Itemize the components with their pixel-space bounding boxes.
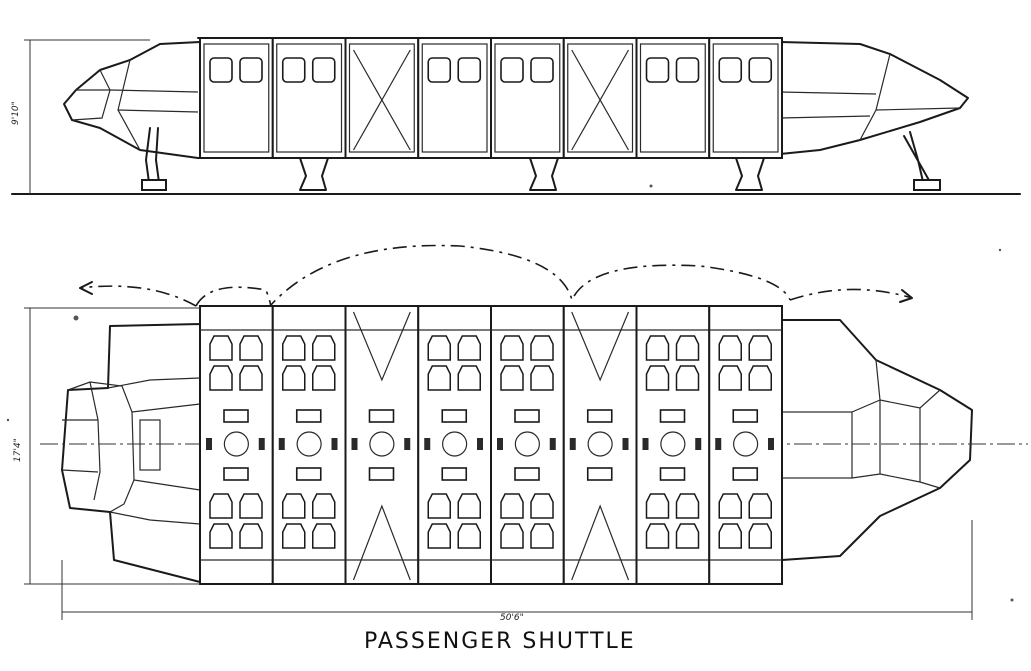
window-icon — [500, 57, 524, 83]
side-module — [417, 37, 492, 159]
seat-icon — [500, 493, 524, 519]
window-icon — [281, 57, 306, 83]
seat-icon — [282, 523, 306, 549]
seat-icon — [312, 523, 336, 549]
side-module — [635, 37, 711, 159]
window-icon — [645, 57, 670, 83]
seat-icon — [457, 493, 481, 519]
hatch-icon — [733, 431, 759, 457]
side-module — [562, 37, 638, 159]
hatch-icon — [660, 431, 686, 457]
side-nose-left — [63, 41, 201, 159]
seat-icon — [718, 365, 742, 391]
seat-icon — [282, 335, 306, 361]
side-modules — [199, 37, 783, 159]
door-swing-arc — [195, 244, 791, 307]
seat-icon — [427, 523, 451, 549]
side-module — [708, 37, 783, 159]
seat-icon — [530, 523, 554, 549]
window-icon — [311, 57, 336, 83]
seat-icon — [645, 493, 670, 519]
plan-module — [490, 305, 565, 585]
seat-icon — [500, 523, 524, 549]
seat-icon — [748, 365, 772, 391]
seat-icon — [239, 523, 263, 549]
width-label: 17'4" — [13, 438, 23, 462]
plan-view: 17'4" 50'6" — [13, 244, 1028, 623]
hatch-icon — [223, 431, 249, 457]
window-icon — [530, 57, 554, 83]
seat-icon — [645, 365, 670, 391]
seat-icon — [530, 493, 554, 519]
seat-icon — [209, 523, 233, 549]
landing-gear — [141, 127, 941, 191]
side-module — [490, 37, 565, 159]
window-icon — [427, 57, 452, 83]
plan-module — [635, 305, 711, 585]
window-icon — [239, 57, 263, 83]
height-label: 9'10" — [11, 101, 21, 125]
window-icon — [457, 57, 482, 83]
window-icon — [209, 57, 233, 83]
seat-icon — [457, 335, 481, 361]
seat-icon — [748, 493, 772, 519]
seat-icon — [530, 365, 554, 391]
seat-icon — [718, 335, 742, 361]
seat-icon — [718, 523, 742, 549]
hatch-icon — [296, 431, 322, 457]
seat-icon — [530, 335, 554, 361]
seat-icon — [645, 523, 670, 549]
seat-icon — [718, 493, 742, 519]
window-icon — [748, 57, 773, 83]
seat-icon — [675, 493, 700, 519]
seat-icon — [239, 493, 263, 519]
hatch-icon — [369, 431, 395, 457]
scan-specks — [6, 184, 1014, 602]
hatch-icon — [514, 431, 540, 457]
plan-module — [199, 305, 274, 585]
seat-icon — [239, 335, 263, 361]
seat-icon — [500, 365, 524, 391]
seat-icon — [427, 493, 451, 519]
seat-icon — [312, 335, 336, 361]
drawing-title: PASSENGER SHUTTLE — [364, 629, 636, 654]
side-module — [199, 37, 274, 159]
seat-icon — [748, 523, 772, 549]
seat-icon — [209, 365, 233, 391]
seat-icon — [282, 365, 306, 391]
window-icon — [718, 57, 743, 83]
seat-icon — [675, 523, 700, 549]
plan-module — [417, 305, 492, 585]
side-elevation: 9'10" — [11, 37, 1021, 195]
seat-icon — [748, 335, 772, 361]
length-label: 50'6" — [500, 613, 524, 623]
seat-icon — [427, 335, 451, 361]
side-module — [271, 37, 347, 159]
seat-icon — [675, 365, 700, 391]
seat-icon — [645, 335, 670, 361]
seat-icon — [457, 365, 481, 391]
seat-icon — [500, 335, 524, 361]
seat-icon — [457, 523, 481, 549]
seat-icon — [312, 365, 336, 391]
plan-module — [271, 305, 347, 585]
seat-icon — [675, 335, 700, 361]
side-nose-right — [779, 41, 969, 155]
window-icon — [675, 57, 700, 83]
seat-icon — [209, 335, 233, 361]
hatch-icon — [587, 431, 613, 457]
plan-module — [708, 305, 783, 585]
plan-modules — [199, 305, 783, 585]
seat-icon — [209, 493, 233, 519]
seat-icon — [427, 365, 451, 391]
seat-icon — [282, 493, 306, 519]
plan-module — [344, 305, 420, 585]
hatch-icon — [442, 431, 468, 457]
seat-icon — [312, 493, 336, 519]
seat-icon — [239, 365, 263, 391]
side-module — [344, 37, 420, 159]
plan-module — [562, 305, 638, 585]
